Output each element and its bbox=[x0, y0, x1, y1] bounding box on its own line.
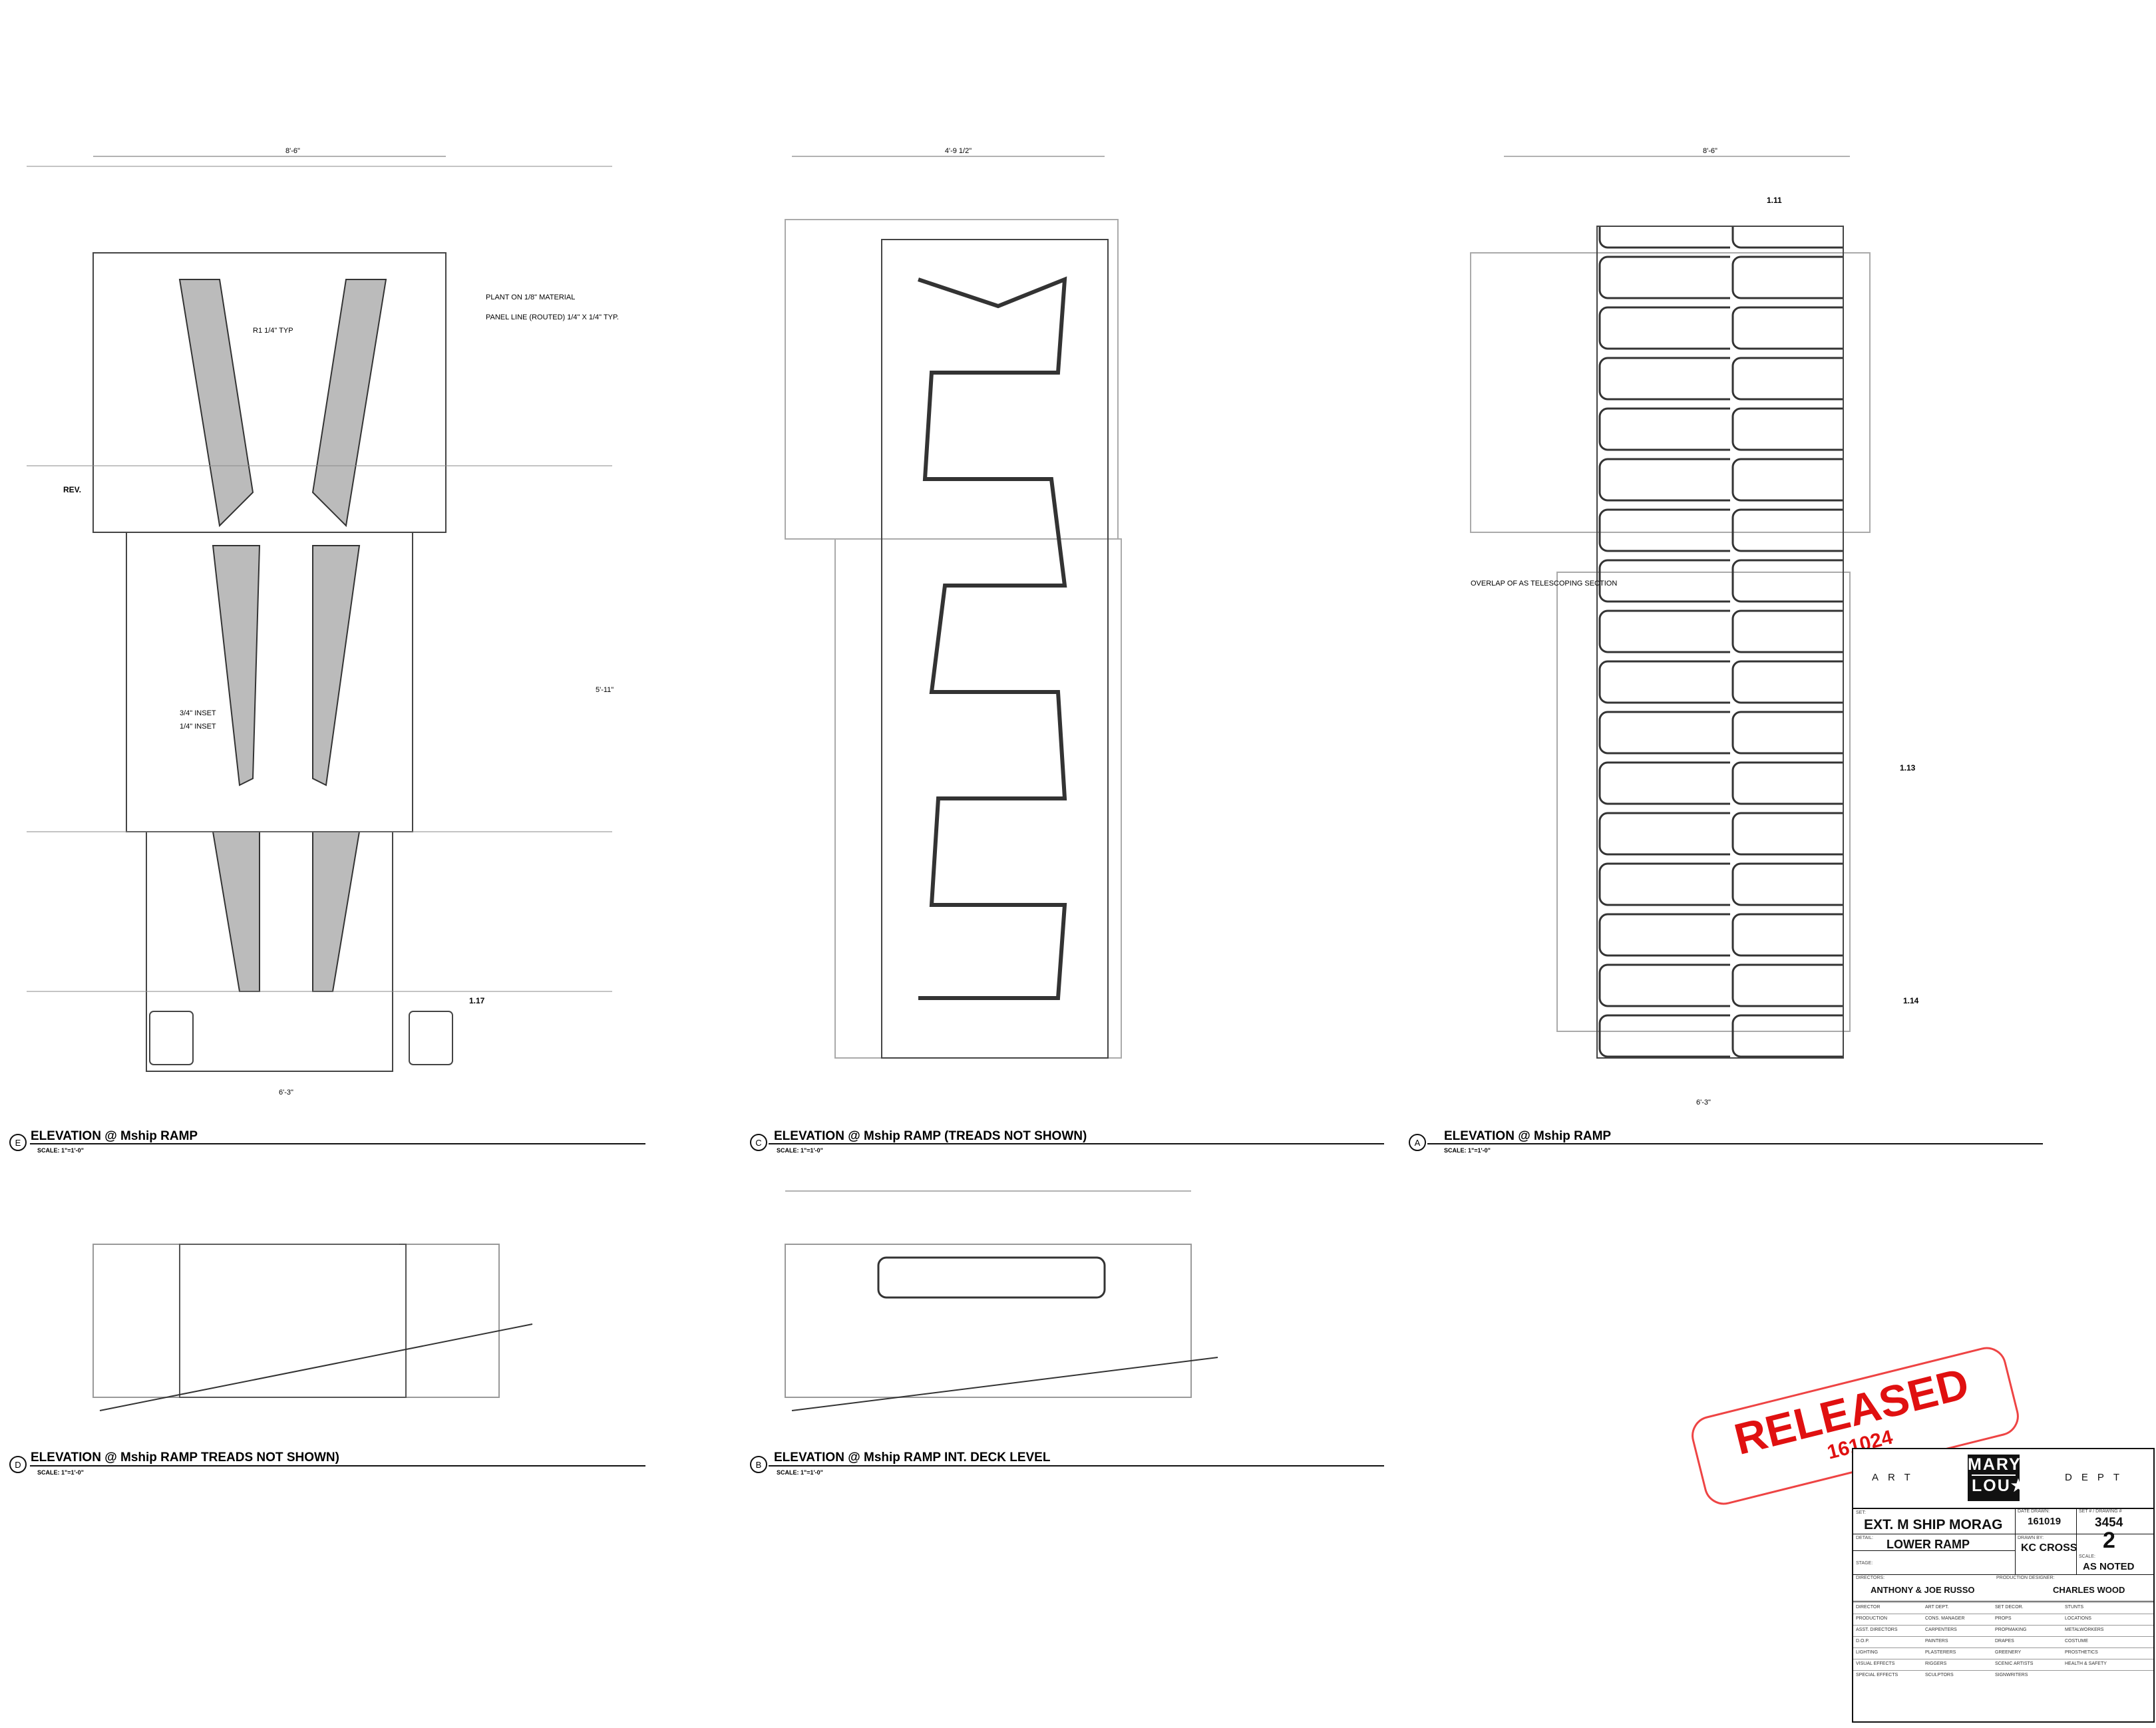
directors-label: DIRECTORS: bbox=[1856, 1576, 1885, 1580]
elevation-a bbox=[1470, 156, 1871, 1059]
title-b: ELEVATION @ Mship RAMP INT. DECK LEVEL bbox=[774, 1451, 1051, 1465]
crew-cell: SIGNWRITERS bbox=[1995, 1673, 2028, 1677]
stage-label: STAGE: bbox=[1856, 1561, 1873, 1566]
logo-bottom: LOU★ bbox=[1972, 1474, 2026, 1496]
title-circle-d: D bbox=[15, 1460, 21, 1470]
dept-label: DEPT bbox=[2065, 1472, 2129, 1483]
crew-cell: METALWORKERS bbox=[2065, 1628, 2104, 1632]
elevation-b bbox=[785, 1190, 1218, 1411]
scale-e: SCALE: 1"=1'-0" bbox=[37, 1147, 84, 1154]
drawing-number: 2 bbox=[2103, 1528, 2115, 1553]
title-circle-c: C bbox=[755, 1138, 761, 1148]
crew-row: DIRECTOR ART DEPT. SET DECOR. STUNTS bbox=[1853, 1602, 2153, 1614]
scale-d: SCALE: 1"=1'-0" bbox=[37, 1469, 84, 1476]
pd-label: PRODUCTION DESIGNER: bbox=[1996, 1576, 2055, 1580]
crew-cell: DRAPES bbox=[1995, 1639, 2014, 1643]
detail-label: DETAIL: bbox=[1856, 1536, 1873, 1540]
drawn-label: DRAWN BY: bbox=[2018, 1536, 2044, 1540]
dim-height: 5'-11" bbox=[596, 686, 614, 694]
scale-label: SCALE: bbox=[2079, 1554, 2095, 1559]
elevation-d bbox=[92, 1244, 533, 1411]
logo-top: MARY bbox=[1968, 1455, 2022, 1474]
ref-1-13: 1.13 bbox=[1900, 763, 1916, 773]
set-number: 3454 bbox=[2095, 1516, 2123, 1530]
crew-row: VISUAL EFFECTS RIGGERS SCENIC ARTISTS HEALT… bbox=[1853, 1659, 2153, 1671]
ref-1-11: 1.11 bbox=[1767, 196, 1782, 205]
crew-cell: SPECIAL EFFECTS bbox=[1856, 1673, 1898, 1677]
dim-overall-width-a: 8'-6" bbox=[1703, 147, 1717, 155]
crew-row: SPECIAL EFFECTS SCULPTORS SIGNWRITERS bbox=[1853, 1670, 2153, 1682]
crew-cell: SCULPTORS bbox=[1925, 1673, 1954, 1677]
crew-row: ASST. DIRECTORS CARPENTERS PROPMAKING METAL… bbox=[1853, 1625, 2153, 1637]
title-block-header: ART MARY LOU★ DEPT bbox=[1853, 1449, 2153, 1509]
set-label: SET: bbox=[1856, 1510, 1866, 1515]
production-designer: CHARLES WOOD bbox=[2053, 1585, 2125, 1595]
crew-cell: PAINTERS bbox=[1925, 1639, 1948, 1643]
crew-cell: HEALTH & SAFETY bbox=[2065, 1661, 2107, 1666]
note-overlap: OVERLAP OF AS TELESCOPING SECTION bbox=[1471, 580, 1617, 588]
dim-bottom-width-a: 6'-3" bbox=[1696, 1099, 1711, 1107]
crew-cell: PRODUCTION bbox=[1856, 1616, 1888, 1621]
crew-cell: PROPS bbox=[1995, 1616, 2012, 1621]
title-circles bbox=[9, 1134, 1426, 1473]
set-no-label: SET # / DRAWING # bbox=[2079, 1509, 2122, 1514]
title-circle-a: A bbox=[1415, 1138, 1421, 1148]
title-a: ELEVATION @ Mship RAMP bbox=[1444, 1129, 1611, 1143]
note-rev: REV. bbox=[63, 485, 81, 494]
crew-cell: DIRECTOR bbox=[1856, 1605, 1881, 1610]
note-inset-1: 3/4" INSET bbox=[180, 709, 216, 717]
note-r1: R1 1/4" TYP bbox=[253, 327, 293, 335]
detail-name: LOWER RAMP bbox=[1886, 1538, 1970, 1551]
crew-row: LIGHTING PLASTERERS GREENERY PROSTHETICS bbox=[1853, 1647, 2153, 1659]
dim-bottom-width: 6'-3" bbox=[279, 1089, 293, 1097]
crew-cell: ART DEPT. bbox=[1925, 1605, 1949, 1610]
crew-cell: D.O.P. bbox=[1856, 1639, 1870, 1643]
title-c: ELEVATION @ Mship RAMP (TREADS NOT SHOWN… bbox=[774, 1129, 1087, 1143]
elevation-e bbox=[27, 156, 612, 1072]
title-e: ELEVATION @ Mship RAMP bbox=[31, 1129, 198, 1143]
crew-cell: COSTUME bbox=[2065, 1639, 2088, 1643]
art-label: ART bbox=[1872, 1472, 1920, 1483]
title-rules bbox=[30, 1143, 2043, 1467]
note-panel: PANEL LINE (ROUTED) 1/4" X 1/4" TYP. bbox=[486, 313, 619, 321]
title-block: ART MARY LOU★ DEPT SET: EXT. M SHIP MORA… bbox=[1852, 1448, 2155, 1723]
mary-lou-logo: MARY LOU★ bbox=[1968, 1455, 2026, 1501]
crew-cell: PROSTHETICS bbox=[2065, 1650, 2098, 1655]
crew-cell: SET DECOR. bbox=[1995, 1605, 2024, 1610]
directors: ANTHONY & JOE RUSSO bbox=[1871, 1585, 1975, 1595]
scale-a: SCALE: 1"=1'-0" bbox=[1444, 1147, 1491, 1154]
date-label: DATE DRAWN: bbox=[2018, 1509, 2050, 1514]
crew-row: D.O.P. PAINTERS DRAPES COSTUME bbox=[1853, 1636, 2153, 1648]
crew-row: PRODUCTION CONS. MANAGER PROPS LOCATIONS bbox=[1853, 1614, 2153, 1626]
crew-cell: PLASTERERS bbox=[1925, 1650, 1956, 1655]
crew-cell: CONS. MANAGER bbox=[1925, 1616, 1965, 1621]
crew-cell: RIGGERS bbox=[1925, 1661, 1947, 1666]
crew-cell: STUNTS bbox=[2065, 1605, 2083, 1610]
crew-cell: GREENERY bbox=[1995, 1650, 2022, 1655]
title-circle-b: B bbox=[756, 1460, 762, 1470]
crew-cell: CARPENTERS bbox=[1925, 1628, 1957, 1632]
note-inset-2: 1/4" INSET bbox=[180, 723, 216, 731]
dim-mid-width: 4'-9 1/2" bbox=[945, 147, 972, 155]
drawn-by: KC CROSS bbox=[2021, 1542, 2077, 1554]
title-circle-e: E bbox=[15, 1138, 21, 1148]
crew-cell: VISUAL EFFECTS bbox=[1856, 1661, 1895, 1666]
title-d: ELEVATION @ Mship RAMP TREADS NOT SHOWN) bbox=[31, 1451, 339, 1465]
ref-1-17: 1.17 bbox=[469, 996, 485, 1005]
set-name: EXT. M SHIP MORAG bbox=[1864, 1517, 2003, 1532]
scale-b: SCALE: 1"=1'-0" bbox=[777, 1469, 823, 1476]
ref-1-14: 1.14 bbox=[1903, 996, 1919, 1005]
date-drawn: 161019 bbox=[2028, 1516, 2062, 1527]
crew-cell: LOCATIONS bbox=[2065, 1616, 2091, 1621]
crew-cell: LIGHTING bbox=[1856, 1650, 1879, 1655]
crew-cell: SCENIC ARTISTS bbox=[1995, 1661, 2034, 1666]
scale-c: SCALE: 1"=1'-0" bbox=[777, 1147, 823, 1154]
dim-overall-width: 8'-6" bbox=[285, 147, 300, 155]
crew-cell: PROPMAKING bbox=[1995, 1628, 2027, 1632]
elevation-c bbox=[785, 156, 1122, 1059]
note-plant: PLANT ON 1/8" MATERIAL bbox=[486, 293, 575, 301]
scale-value: AS NOTED bbox=[2083, 1561, 2135, 1572]
crew-cell: ASST. DIRECTORS bbox=[1856, 1628, 1898, 1632]
